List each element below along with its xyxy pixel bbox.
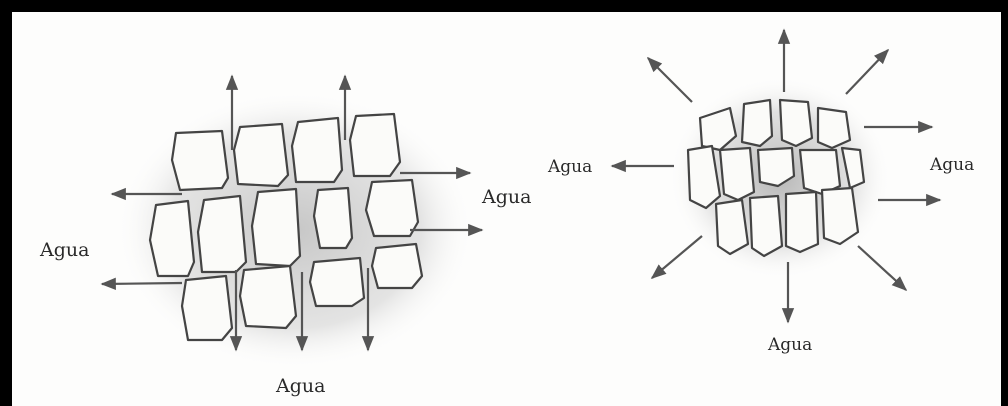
cell xyxy=(314,188,352,248)
cell xyxy=(758,148,794,186)
left-tissue-label-right: Agua xyxy=(481,186,531,208)
cell xyxy=(240,266,296,328)
cell xyxy=(742,100,772,146)
arrow-down-left xyxy=(652,236,702,278)
cell xyxy=(818,108,850,148)
left-tissue-label-left: Agua xyxy=(39,239,89,261)
cell xyxy=(780,100,812,146)
cell xyxy=(350,114,400,176)
arrow-left xyxy=(102,283,182,284)
arrow-down-right xyxy=(858,246,906,290)
cell xyxy=(716,200,748,254)
cell xyxy=(720,148,754,200)
cell xyxy=(292,118,342,182)
right-tissue: Agua Agua Agua xyxy=(547,30,974,355)
cell xyxy=(252,189,300,266)
cell xyxy=(750,196,782,256)
cell xyxy=(182,276,232,340)
left-tissue: Agua Agua Agua xyxy=(39,76,531,397)
right-tissue-label-bottom: Agua xyxy=(767,335,812,355)
cell xyxy=(172,131,228,190)
cell xyxy=(800,150,840,194)
cell xyxy=(198,196,246,272)
cell xyxy=(372,244,422,288)
cell xyxy=(234,124,288,186)
cell xyxy=(150,201,194,276)
arrow-up-right xyxy=(846,50,888,94)
cell xyxy=(366,180,418,236)
cell xyxy=(310,258,364,306)
left-tissue-label-bottom: Agua xyxy=(275,375,325,397)
right-tissue-label-right: Agua xyxy=(929,155,974,175)
arrow-up-left xyxy=(648,58,692,102)
cell xyxy=(786,192,818,252)
right-tissue-label-left: Agua xyxy=(547,157,592,177)
cell xyxy=(822,188,858,244)
